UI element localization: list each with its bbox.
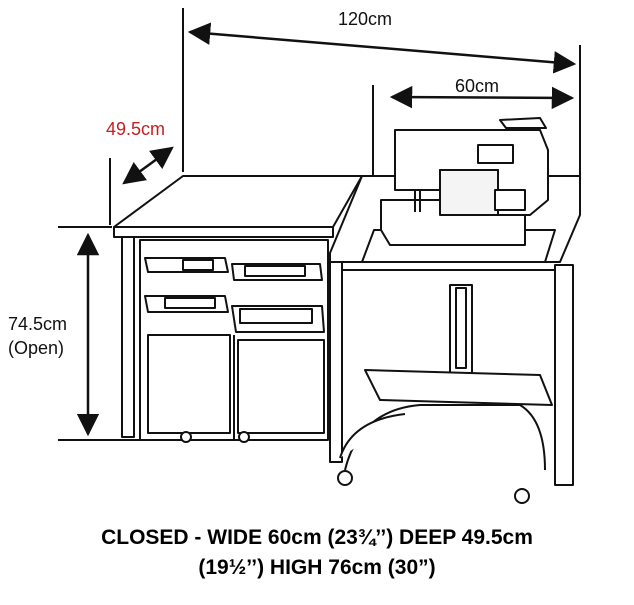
- height-note-label: (Open): [8, 338, 65, 358]
- caption-line-1: CLOSED - WIDE 60cm (23¾’’) DEEP 49.5cm: [101, 526, 533, 549]
- machine-width-label: 60cm: [455, 76, 500, 96]
- caption-line-2: (19½’’) HIGH 76cm (30”): [198, 556, 436, 579]
- depth-arrow: [122, 146, 174, 185]
- height-label: 74.5cm: [8, 314, 68, 334]
- machine-width-arrow: [389, 85, 575, 110]
- left-cabinet: [113, 175, 363, 443]
- depth-label: 49.5cm: [106, 119, 166, 139]
- sewing-machine: [380, 117, 549, 246]
- total-width-label: 120cm: [338, 9, 393, 29]
- left-worktop: [113, 175, 363, 228]
- caster: [337, 470, 353, 486]
- caster: [514, 488, 530, 504]
- total-width-arrow: [187, 22, 577, 74]
